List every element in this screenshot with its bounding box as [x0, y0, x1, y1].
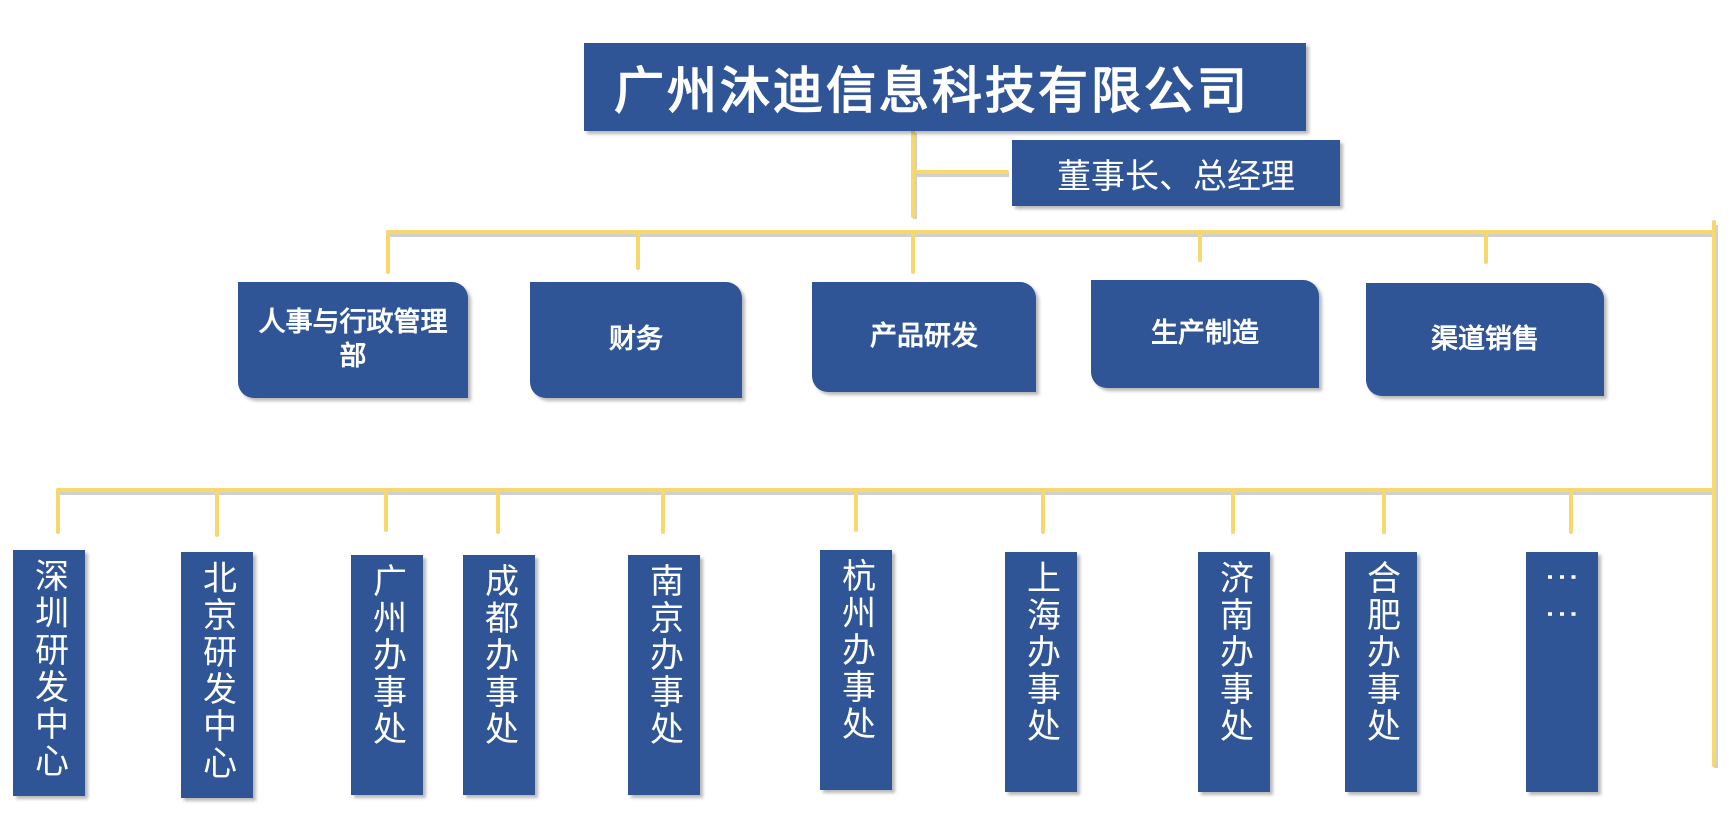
ellipsis-icon: ⋮⋮ [1542, 560, 1582, 634]
dept-rd: 产品研发 [812, 282, 1036, 392]
branch-label: 杭州办事处 [835, 558, 876, 743]
branch-hefei-office: 合肥办事处 [1345, 552, 1417, 792]
branch-beijing-rd: 北京研发中心 [181, 552, 253, 798]
dept-label: 人事与行政管理部 [258, 307, 448, 372]
ceo-box: 董事长、总经理 [1012, 140, 1340, 206]
dept-label: 产品研发 [870, 321, 978, 352]
company-name-box: 广州沐迪信息科技有限公司 [584, 43, 1306, 131]
branch-jinan-office: 济南办事处 [1198, 552, 1270, 792]
branch-label: 上海办事处 [1020, 560, 1061, 745]
branch-guangzhou-office: 广州办事处 [351, 555, 423, 795]
branch-label: 北京研发中心 [196, 560, 237, 782]
dept-manufacturing: 生产制造 [1091, 280, 1319, 388]
dept-finance: 财务 [530, 282, 742, 398]
branch-shenzhen-rd: 深圳研发中心 [13, 550, 85, 796]
dept-label: 财务 [609, 324, 663, 355]
company-name: 广州沐迪信息科技有限公司 [614, 62, 1250, 120]
dept-sales: 渠道销售 [1366, 283, 1604, 396]
branch-label: 深圳研发中心 [28, 558, 69, 780]
branch-label: 成都办事处 [478, 563, 519, 748]
branch-label: 广州办事处 [366, 563, 407, 748]
branch-label: 济南办事处 [1213, 560, 1254, 745]
dept-label: 生产制造 [1151, 318, 1259, 349]
branch-shanghai-office: 上海办事处 [1005, 552, 1077, 792]
branch-more: ⋮⋮ [1526, 552, 1598, 792]
branch-nanjing-office: 南京办事处 [628, 555, 700, 795]
branch-label: 合肥办事处 [1360, 560, 1401, 745]
branch-chengdu-office: 成都办事处 [463, 555, 535, 795]
branch-hangzhou-office: 杭州办事处 [820, 550, 892, 790]
dept-label: 渠道销售 [1431, 323, 1539, 355]
ceo-title: 董事长、总经理 [1057, 156, 1295, 197]
dept-hr-admin: 人事与行政管理部 [238, 282, 468, 398]
branch-label: 南京办事处 [643, 563, 684, 748]
